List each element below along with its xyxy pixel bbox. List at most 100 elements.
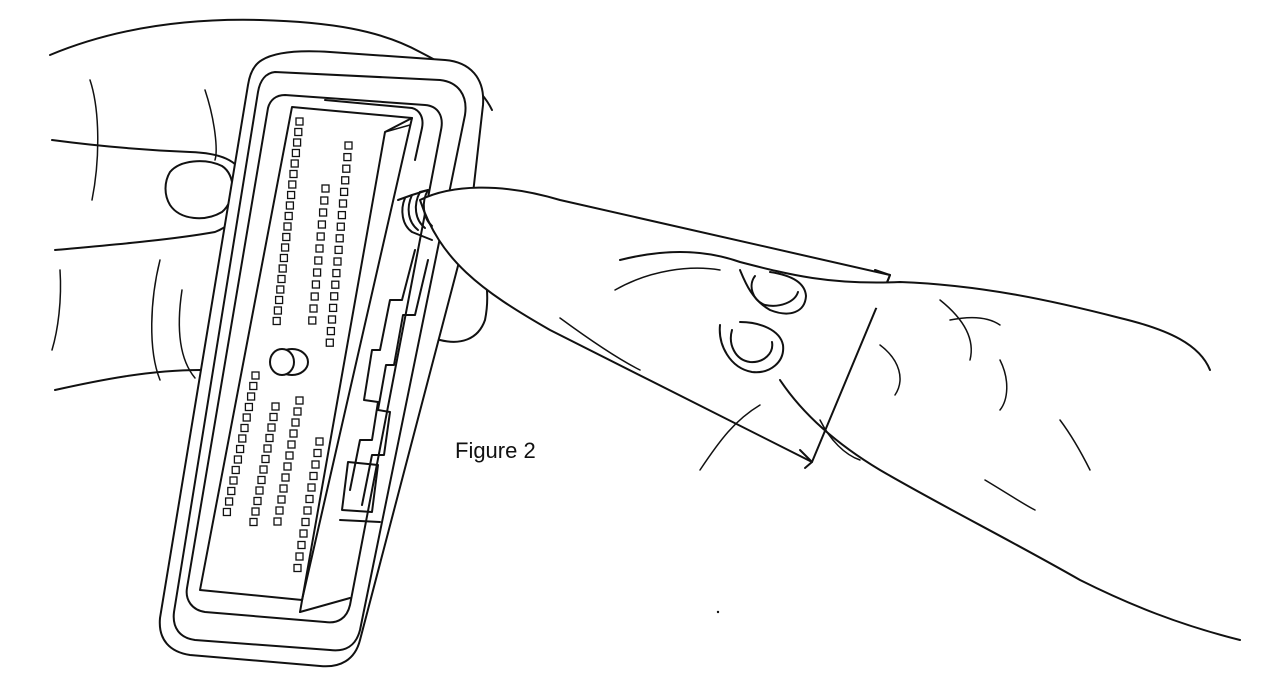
pin-cavity — [277, 274, 286, 284]
pin-cavity — [327, 315, 337, 324]
pin-cavity — [312, 268, 322, 277]
pin-cavity — [249, 381, 258, 391]
pin-cavity — [295, 117, 304, 126]
pin-cavity — [263, 444, 272, 453]
pin-cavity — [293, 407, 302, 416]
pin-cavity — [313, 448, 322, 458]
pin-cavity — [315, 437, 324, 446]
pin-cavity — [301, 517, 310, 527]
pin-cavity — [297, 540, 306, 550]
pin-cavity — [334, 245, 343, 255]
pin-cavity — [342, 164, 351, 173]
pin-cavity — [343, 152, 352, 162]
pin-cavity — [259, 465, 268, 474]
pin-cavity — [222, 507, 232, 517]
pin-cavity — [227, 486, 236, 496]
pin-cavity — [320, 196, 329, 205]
pin-cavity — [233, 455, 243, 464]
pin-cavity — [253, 496, 262, 506]
pin-cavity — [289, 429, 298, 438]
pin-cavity — [326, 326, 336, 336]
pin-cavity — [267, 423, 276, 432]
pin-cavity — [293, 563, 302, 573]
pin-cavity — [284, 211, 293, 221]
pin-cavity — [289, 169, 298, 179]
pin-cavity — [303, 506, 312, 515]
pin-cavity — [337, 210, 347, 220]
pin-cavity — [283, 222, 292, 231]
pin-cavity — [305, 494, 314, 504]
pin-cavity — [308, 316, 317, 325]
pin-cavity — [257, 475, 266, 485]
pin-cavity — [341, 176, 350, 185]
figure-caption: Figure 2 — [455, 438, 536, 463]
pin-cavity — [272, 316, 281, 326]
pin-cavity — [246, 392, 256, 401]
pin-cavity — [316, 232, 325, 241]
pin-cavity — [317, 220, 327, 229]
pin-cavity — [309, 471, 318, 481]
pin-cavity — [311, 280, 321, 289]
pin-cavity — [235, 444, 245, 454]
pin-cavity — [310, 292, 319, 301]
pin-cavity — [299, 529, 308, 538]
pin-cavity — [314, 256, 323, 265]
pin-cavity — [279, 253, 289, 263]
pin-cavity — [318, 208, 328, 217]
pin-cavity — [255, 486, 264, 495]
pin-cavity — [276, 285, 285, 294]
pin-cavity — [330, 292, 339, 301]
pin-cavity — [274, 295, 284, 305]
pin-cavity — [249, 517, 258, 527]
pin-cavity — [279, 484, 288, 493]
pin-cavity — [283, 462, 292, 471]
test-probe — [397, 186, 891, 469]
connector-body — [158, 50, 485, 668]
pin-cavity — [278, 264, 287, 273]
pin-cavity — [291, 418, 300, 427]
pin-cavity — [240, 423, 249, 433]
pin-cavity — [282, 232, 291, 242]
pin-cavity — [339, 187, 349, 197]
pin-cavity — [287, 440, 296, 449]
pin-cavity — [335, 234, 344, 243]
pin-cavity — [280, 243, 290, 252]
pin-cavity — [294, 127, 303, 137]
pin-cavity-grid — [222, 117, 353, 573]
pin-cavity — [265, 433, 274, 443]
pin-cavity — [244, 402, 254, 412]
pin-cavity — [269, 412, 278, 422]
pin-cavity — [238, 434, 247, 443]
pin-cavity — [273, 517, 282, 526]
pin-cavity — [242, 413, 251, 422]
pin-cavity — [315, 244, 324, 253]
pin-cavity — [295, 552, 304, 561]
pin-cavity — [344, 141, 353, 150]
pin-cavity — [288, 180, 297, 189]
pin-cavity — [321, 184, 330, 193]
pin-cavity — [286, 190, 296, 200]
pin-cavity — [291, 148, 301, 158]
pin-cavity — [224, 497, 234, 506]
pin-cavity — [271, 402, 280, 411]
pin-cavity — [285, 451, 294, 460]
pin-cavity — [295, 396, 304, 405]
pin-cavity — [273, 306, 283, 315]
pin-cavity — [281, 473, 290, 482]
pin-cavity — [311, 460, 320, 469]
pin-cavity — [309, 304, 318, 313]
pin-cavity — [251, 507, 260, 516]
pin-cavity — [251, 371, 260, 380]
pin-cavity — [285, 201, 295, 210]
pin-cavity — [338, 199, 348, 208]
pin-cavity — [336, 222, 345, 231]
speck — [716, 610, 720, 614]
pin-cavity — [292, 138, 302, 147]
pin-cavity — [328, 303, 338, 313]
right-hand — [614, 251, 1241, 641]
pin-cavity — [277, 495, 286, 504]
pin-cavity — [332, 268, 341, 278]
pin-cavity — [290, 159, 299, 168]
pin-cavity — [325, 338, 334, 347]
